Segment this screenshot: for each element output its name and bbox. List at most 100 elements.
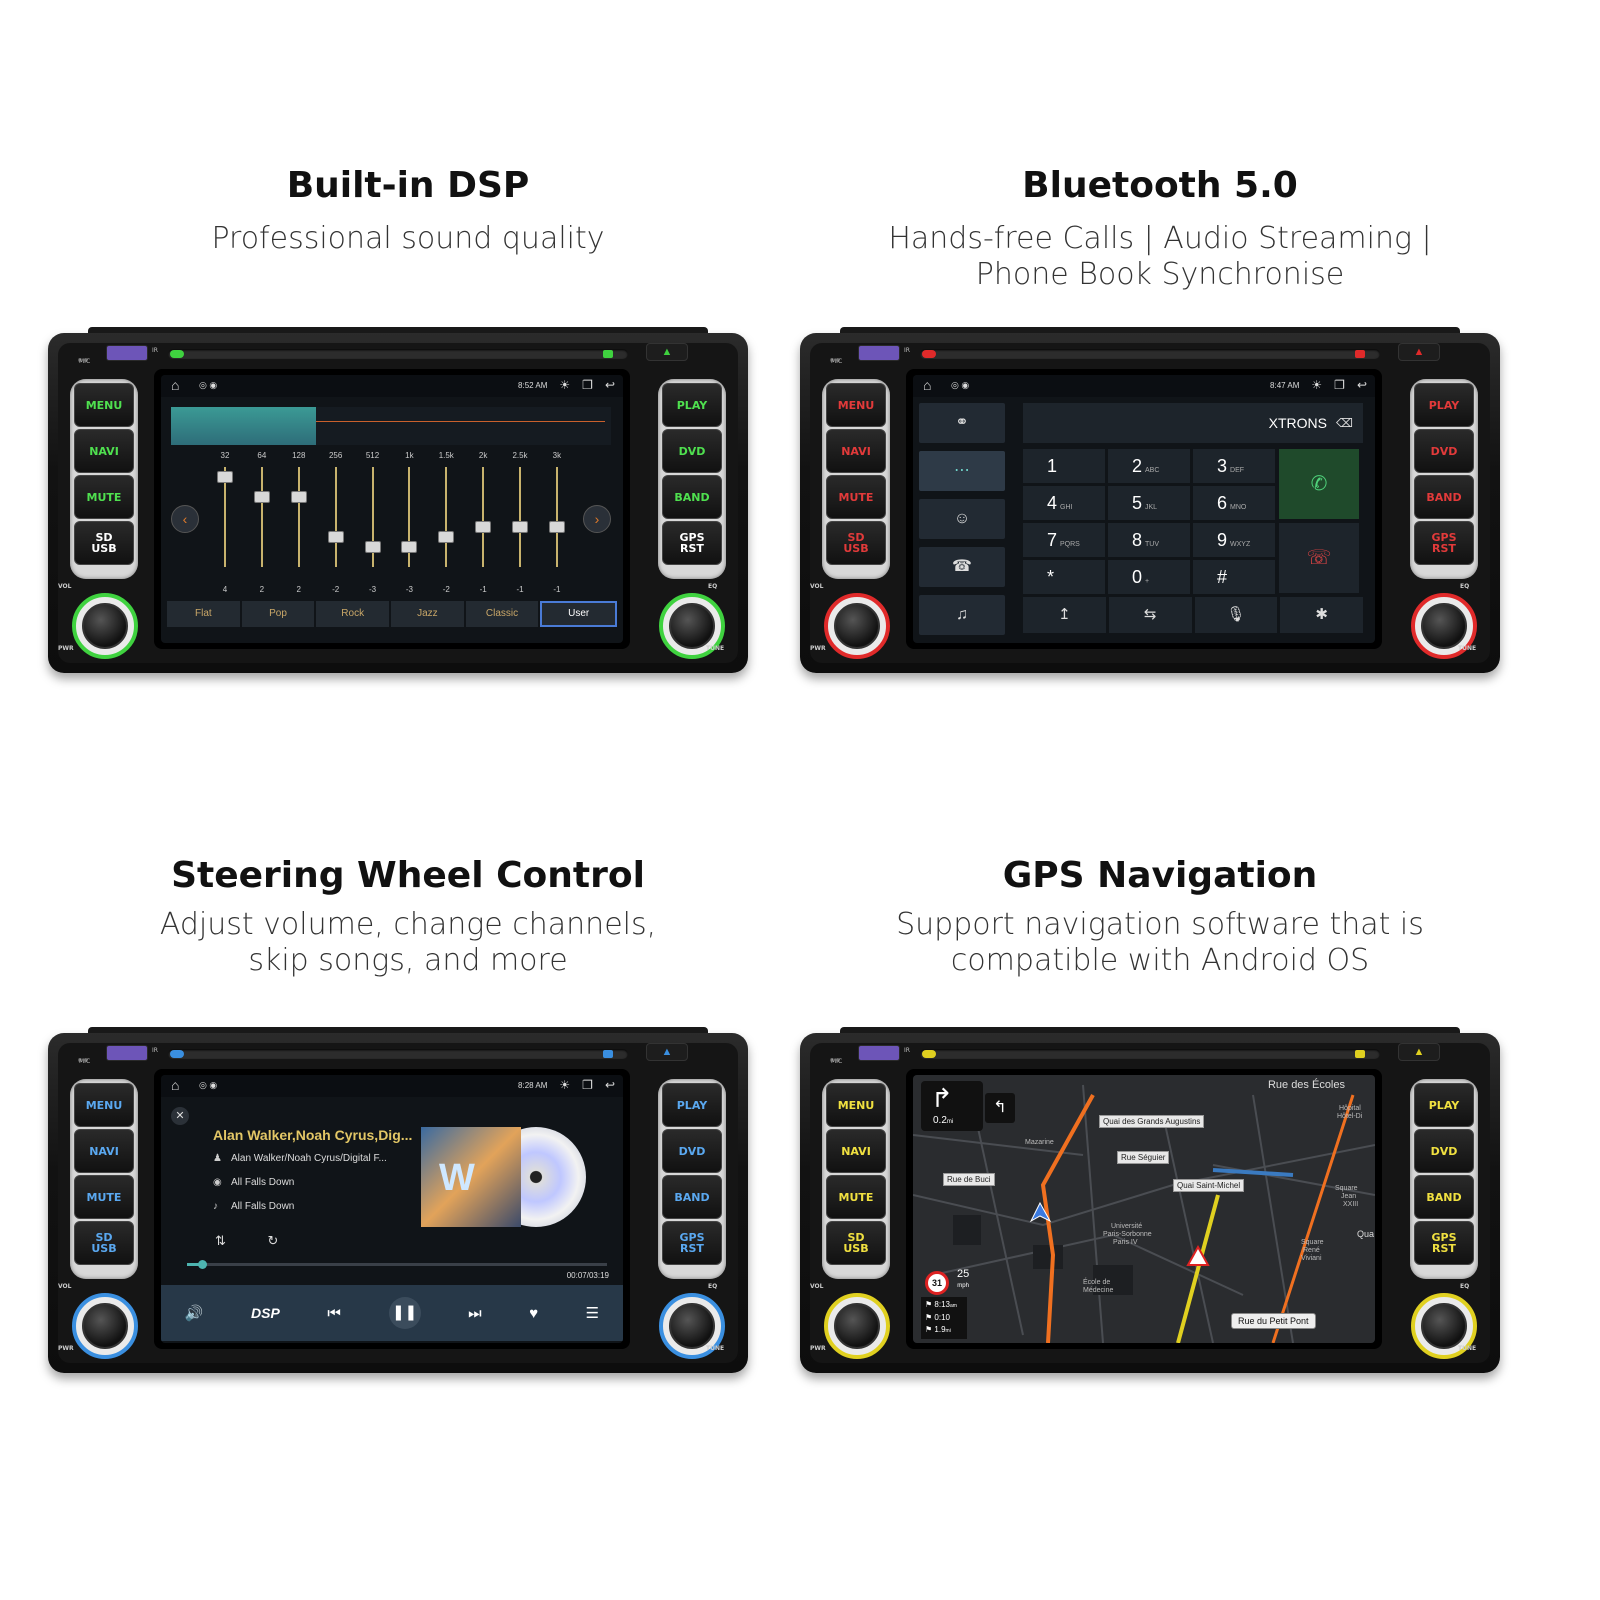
tune-knob[interactable]	[1407, 589, 1481, 663]
backspace-icon[interactable]: ⌫	[1336, 416, 1353, 430]
eject-button[interactable]: ▲	[646, 343, 688, 361]
mute-button[interactable]: MUTE	[826, 475, 886, 519]
eq-slider[interactable]	[211, 467, 239, 577]
eq-slider[interactable]	[322, 467, 350, 577]
volume-knob[interactable]	[820, 589, 894, 663]
back-icon[interactable]: ↩	[604, 378, 615, 392]
repeat-icon[interactable]: ↻	[267, 1233, 279, 1248]
play-button[interactable]: PLAY	[662, 1083, 722, 1127]
eq-slider-thumb[interactable]	[364, 541, 381, 553]
brightness-icon[interactable]: ☀	[559, 1078, 571, 1092]
volume-knob[interactable]	[68, 589, 142, 663]
dialpad-icon[interactable]: ⋯	[919, 451, 1005, 491]
band-button[interactable]: BAND	[662, 1175, 722, 1219]
preset-tab-pop[interactable]: Pop	[241, 601, 315, 627]
home-icon[interactable]: ⌂	[171, 377, 180, 393]
mute-button[interactable]: MUTE	[74, 475, 134, 519]
next-icon[interactable]: ⏭	[468, 1304, 482, 1322]
tune-knob[interactable]	[655, 1289, 729, 1363]
dsp-button[interactable]: DSP	[251, 1305, 280, 1321]
window-icon[interactable]: ❐	[582, 1078, 593, 1092]
playlist-icon[interactable]: ☰	[585, 1305, 600, 1322]
back-icon[interactable]: ↩	[1356, 378, 1367, 392]
call-log-icon[interactable]: ☎	[919, 547, 1005, 587]
eq-slider[interactable]	[506, 467, 534, 577]
dvd-button[interactable]: DVD	[1414, 1129, 1474, 1173]
music-icon[interactable]: ♫	[919, 595, 1005, 635]
eject-button[interactable]: ▲	[1398, 343, 1440, 361]
pause-icon[interactable]: ❚❚	[388, 1297, 421, 1329]
switch-icon[interactable]: ⇆	[1108, 597, 1192, 633]
eq-slider[interactable]	[543, 467, 571, 577]
dialpad-key[interactable]: *	[1023, 560, 1105, 594]
band-button[interactable]: BAND	[662, 475, 722, 519]
dialpad-key[interactable]: 0+	[1108, 560, 1190, 594]
preset-tab-flat[interactable]: Flat	[167, 601, 240, 627]
link-icon[interactable]: ⚭	[919, 403, 1005, 443]
tune-knob[interactable]	[655, 589, 729, 663]
band-button[interactable]: BAND	[1414, 1175, 1474, 1219]
eq-slider[interactable]	[469, 467, 497, 577]
navi-button[interactable]: NAVI	[826, 1129, 886, 1173]
dialpad-key[interactable]: 1	[1023, 449, 1105, 483]
band-button[interactable]: BAND	[1414, 475, 1474, 519]
dialpad-key[interactable]: #	[1193, 560, 1275, 594]
eject-button[interactable]: ▲	[646, 1043, 688, 1061]
contact-icon[interactable]: ☺	[919, 499, 1005, 539]
eq-slider-thumb[interactable]	[548, 521, 565, 533]
chevron-right-icon[interactable]: ›	[583, 505, 611, 533]
call-button[interactable]: ✆	[1279, 449, 1359, 519]
mic-mute-icon[interactable]: 🎙	[1194, 597, 1278, 633]
preset-tab-jazz[interactable]: Jazz	[391, 601, 464, 627]
menu-button[interactable]: MENU	[74, 1083, 134, 1127]
mute-button[interactable]: MUTE	[826, 1175, 886, 1219]
eq-slider-thumb[interactable]	[401, 541, 418, 553]
eq-slider-thumb[interactable]	[512, 521, 528, 533]
eq-slider[interactable]	[359, 467, 387, 577]
eq-slider-thumb[interactable]	[217, 471, 233, 483]
close-icon[interactable]: ✕	[171, 1107, 189, 1125]
play-button[interactable]: PLAY	[1414, 383, 1474, 427]
home-icon[interactable]: ⌂	[171, 1077, 180, 1093]
transfer-icon[interactable]: ↥	[1023, 597, 1106, 633]
eq-slider-thumb[interactable]	[438, 531, 455, 543]
home-icon[interactable]: ⌂	[923, 377, 932, 393]
eq-slider-thumb[interactable]	[290, 491, 307, 503]
eq-slider[interactable]	[285, 467, 313, 577]
play-button[interactable]: PLAY	[1414, 1083, 1474, 1127]
play-button[interactable]: PLAY	[662, 383, 722, 427]
hangup-button[interactable]: ☏	[1279, 523, 1359, 593]
shuffle-icon[interactable]: ⇅	[215, 1233, 226, 1248]
navi-button[interactable]: NAVI	[74, 429, 134, 473]
eq-slider[interactable]	[395, 467, 423, 577]
eq-slider[interactable]	[432, 467, 460, 577]
eq-slider-thumb[interactable]	[253, 491, 270, 503]
back-icon[interactable]: ↩	[604, 1078, 615, 1092]
eq-slider[interactable]	[248, 467, 276, 577]
eject-button[interactable]: ▲	[1398, 1043, 1440, 1061]
volume-knob[interactable]	[68, 1289, 142, 1363]
heart-icon[interactable]: ♥	[529, 1304, 539, 1322]
preset-tab-user[interactable]: User	[540, 601, 618, 627]
brightness-icon[interactable]: ☀	[559, 378, 571, 392]
volume-icon[interactable]: 🔊	[184, 1305, 204, 1322]
previous-icon[interactable]: ⏮	[327, 1304, 341, 1322]
menu-button[interactable]: MENU	[826, 1083, 886, 1127]
navigation-map[interactable]: ↱ 0.2mi ↰ Rue des Écoles Quai des Grands…	[913, 1075, 1375, 1343]
window-icon[interactable]: ❐	[1334, 378, 1345, 392]
